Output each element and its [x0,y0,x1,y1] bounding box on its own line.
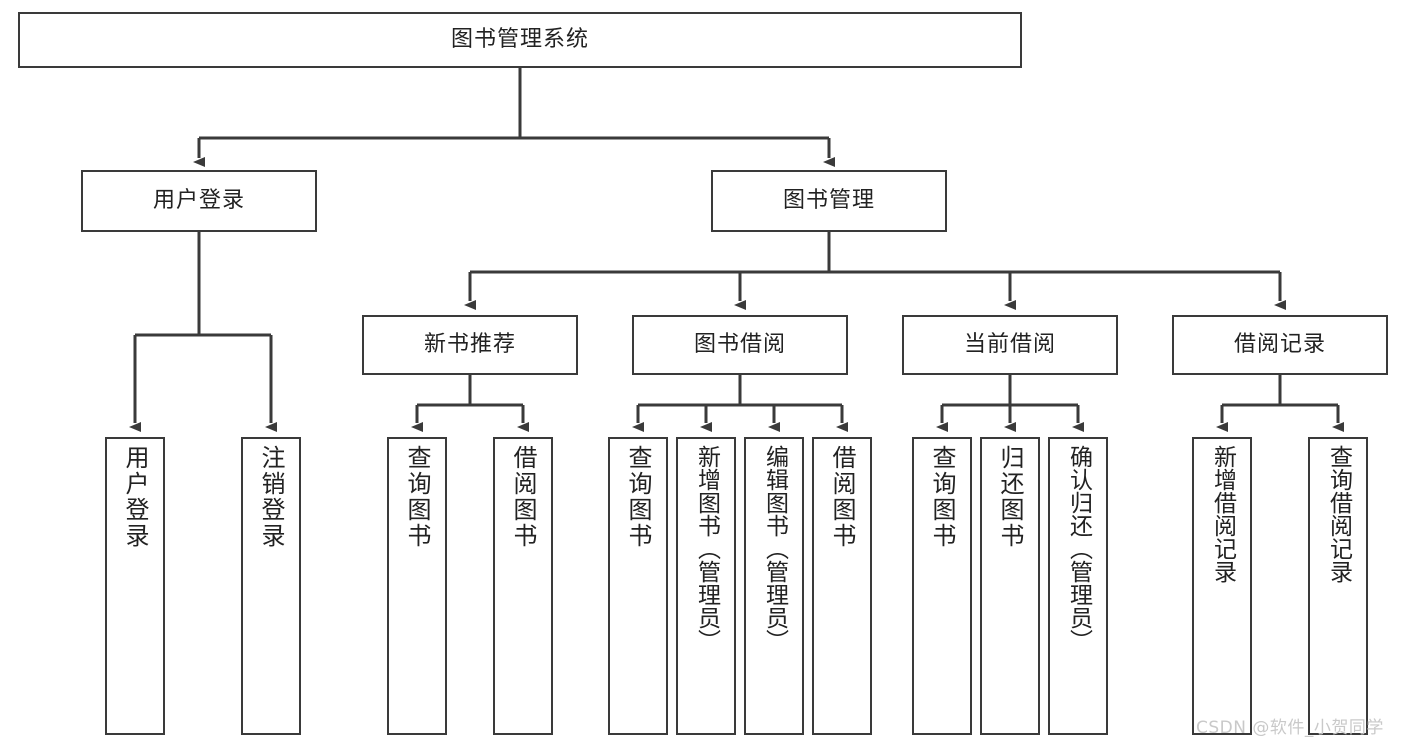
node-label: 用户登录 [152,188,245,214]
leaf-borrow-borrow-book[interactable]: 借阅图书 [812,437,872,735]
node-label: 新增借阅记录 [1209,445,1236,583]
node-label: 归还图书 [996,445,1024,549]
node-label: 查询图书 [624,445,652,549]
node-label: 图书管理 [782,188,875,214]
leaf-borrow-edit-book-admin[interactable]: 编辑图书（管理员） [744,437,804,735]
node-borrow-record[interactable]: 借阅记录 [1172,315,1388,375]
node-label: 用户登录 [121,445,149,549]
node-label: 查询图书 [403,445,431,549]
node-user-login[interactable]: 用户登录 [81,170,317,232]
node-label: 借阅图书 [828,445,856,549]
node-current-borrow[interactable]: 当前借阅 [902,315,1118,375]
node-book-management[interactable]: 图书管理 [711,170,947,232]
node-label: 借阅记录 [1233,332,1326,358]
node-label: 借阅图书 [509,445,537,549]
node-label: 查询图书 [928,445,956,549]
node-label: 图书管理系统 [450,27,589,53]
node-new-book-recommend[interactable]: 新书推荐 [362,315,578,375]
node-label: 图书借阅 [693,332,786,358]
node-book-borrow[interactable]: 图书借阅 [632,315,848,375]
leaf-current-return-book[interactable]: 归还图书 [980,437,1040,735]
watermark: CSDN @软件_小贺同学 [1196,718,1384,738]
node-root-system[interactable]: 图书管理系统 [18,12,1022,68]
leaf-recommend-query-book[interactable]: 查询图书 [387,437,447,735]
leaf-record-add-record[interactable]: 新增借阅记录 [1192,437,1252,735]
node-label: 新书推荐 [423,332,516,358]
leaf-borrow-add-book-admin[interactable]: 新增图书（管理员） [676,437,736,735]
leaf-current-confirm-return-admin[interactable]: 确认归还（管理员） [1048,437,1108,735]
node-label: 编辑图书（管理员） [761,445,788,652]
node-label: 新增图书（管理员） [693,445,720,652]
leaf-current-query-book[interactable]: 查询图书 [912,437,972,735]
leaf-record-query-record[interactable]: 查询借阅记录 [1308,437,1368,735]
leaf-user-login[interactable]: 用户登录 [105,437,165,735]
leaf-recommend-borrow-book[interactable]: 借阅图书 [493,437,553,735]
leaf-user-logout[interactable]: 注销登录 [241,437,301,735]
node-label: 当前借阅 [963,332,1056,358]
node-label: 注销登录 [257,445,285,549]
node-label: 确认归还（管理员） [1065,445,1092,652]
node-label: 查询借阅记录 [1325,445,1352,583]
leaf-borrow-query-book[interactable]: 查询图书 [608,437,668,735]
